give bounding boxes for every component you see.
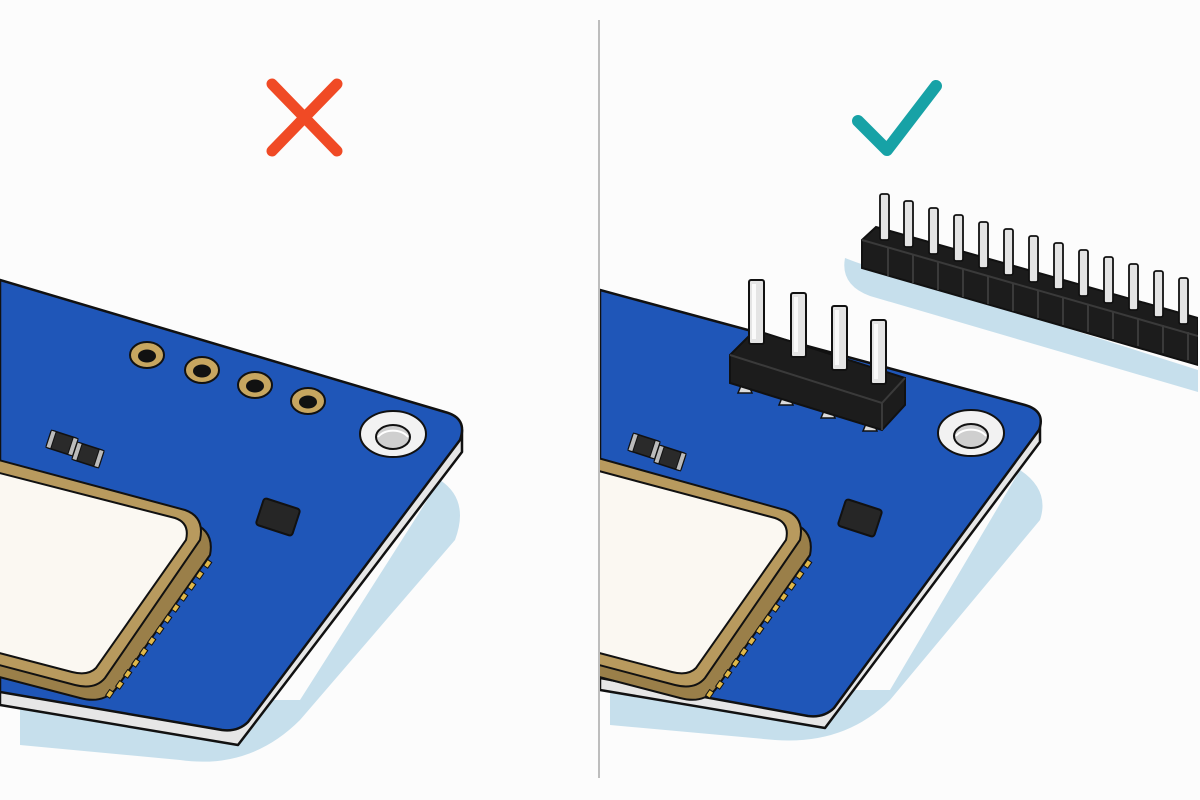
correct-example-panel bbox=[600, 0, 1198, 800]
through-hole-2 bbox=[184, 356, 220, 384]
rf-module bbox=[0, 459, 213, 701]
smd-chip bbox=[837, 498, 883, 538]
strip-pins bbox=[879, 193, 1189, 325]
red-cross-icon bbox=[266, 78, 343, 157]
incorrect-example-panel bbox=[0, 0, 598, 800]
board-shadow bbox=[610, 470, 1043, 741]
smd-capacitors bbox=[627, 432, 687, 472]
through-hole-3 bbox=[237, 371, 273, 399]
header-pin-2 bbox=[790, 292, 807, 358]
incorrect-board-illustration bbox=[0, 78, 464, 762]
header-pin-3 bbox=[831, 305, 848, 371]
mounting-hole bbox=[937, 409, 1005, 457]
mounting-hole bbox=[359, 410, 427, 458]
smd-capacitors bbox=[45, 429, 105, 469]
module-pads bbox=[704, 558, 813, 699]
header-strip-shadow bbox=[844, 258, 1198, 392]
strip-segment-lines bbox=[887, 248, 1189, 360]
correct-board-illustration bbox=[600, 80, 1198, 741]
rf-module-shield bbox=[0, 472, 188, 675]
header-holes bbox=[129, 341, 326, 415]
module-pads bbox=[104, 558, 213, 699]
rf-module bbox=[600, 457, 813, 701]
panel-divider bbox=[598, 20, 600, 778]
header-pin-4 bbox=[870, 319, 887, 385]
rf-module-shield bbox=[600, 470, 788, 675]
through-hole-1 bbox=[129, 341, 165, 369]
loose-header-strip bbox=[844, 193, 1198, 392]
through-hole-4 bbox=[290, 387, 326, 415]
smd-chip bbox=[255, 497, 301, 537]
header-pin-1 bbox=[748, 279, 765, 345]
soldered-pin-header bbox=[729, 279, 906, 432]
teal-checkmark-icon bbox=[852, 80, 942, 156]
